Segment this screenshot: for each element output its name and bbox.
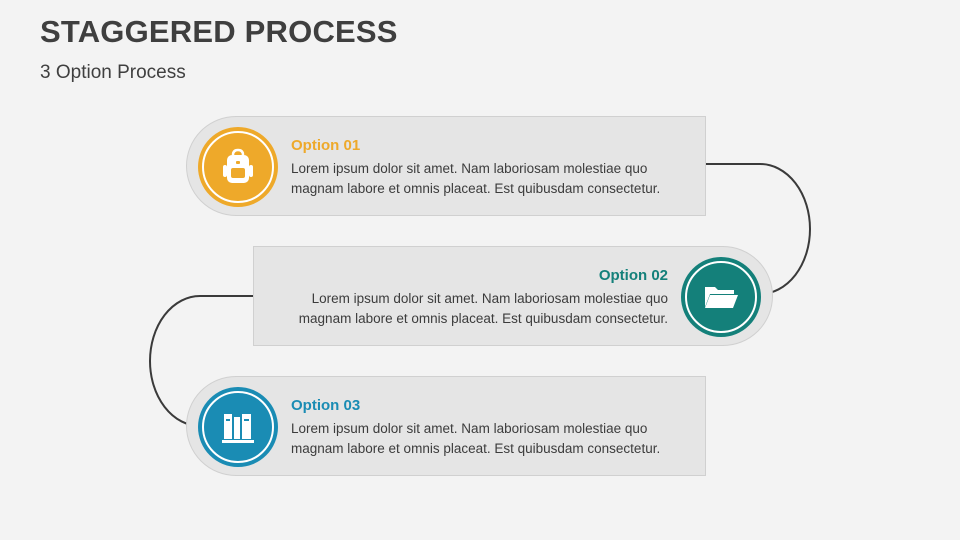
connector-curve-2-3 bbox=[149, 295, 253, 427]
folder-open-icon bbox=[705, 287, 738, 308]
connector-curve-1-2 bbox=[706, 163, 811, 295]
step-text-3-line-1: Lorem ipsum dolor sit amet. Nam laborios… bbox=[291, 421, 648, 436]
step-content-1: Option 01 Lorem ipsum dolor sit amet. Na… bbox=[291, 137, 660, 199]
icon-ring-2 bbox=[685, 261, 757, 333]
step-text-2-line-1: Lorem ipsum dolor sit amet. Nam laborios… bbox=[311, 291, 668, 306]
backpack-icon bbox=[223, 148, 253, 183]
step-content-3: Option 03 Lorem ipsum dolor sit amet. Na… bbox=[291, 397, 660, 459]
icon-ring-3 bbox=[202, 391, 274, 463]
step-card-2: Option 02 Lorem ipsum dolor sit amet. Na… bbox=[253, 246, 773, 346]
step-text-3-line-2: magnam labore et omnis placeat. Est quib… bbox=[291, 441, 661, 456]
step-card-3: Option 03 Lorem ipsum dolor sit amet. Na… bbox=[186, 376, 706, 476]
step-content-2: Option 02 Lorem ipsum dolor sit amet. Na… bbox=[299, 267, 668, 329]
step-text-2-line-2: magnam labore et omnis placeat. Est quib… bbox=[298, 311, 668, 326]
books-icon bbox=[222, 414, 254, 443]
page-subtitle: 3 Option Process bbox=[40, 62, 186, 83]
step-label-3: Option 03 bbox=[291, 397, 361, 414]
step-card-1: Option 01 Lorem ipsum dolor sit amet. Na… bbox=[186, 116, 706, 216]
step-label-1: Option 01 bbox=[291, 137, 361, 154]
step-text-1-line-1: Lorem ipsum dolor sit amet. Nam laborios… bbox=[291, 161, 648, 176]
step-label-2: Option 02 bbox=[598, 267, 668, 284]
page-title: STAGGERED PROCESS bbox=[40, 14, 398, 49]
icon-badge-3 bbox=[198, 387, 278, 467]
icon-badge-1 bbox=[198, 127, 278, 207]
icon-ring-1 bbox=[202, 131, 274, 203]
icon-badge-2 bbox=[681, 257, 761, 337]
step-text-1-line-2: magnam labore et omnis placeat. Est quib… bbox=[291, 181, 661, 196]
